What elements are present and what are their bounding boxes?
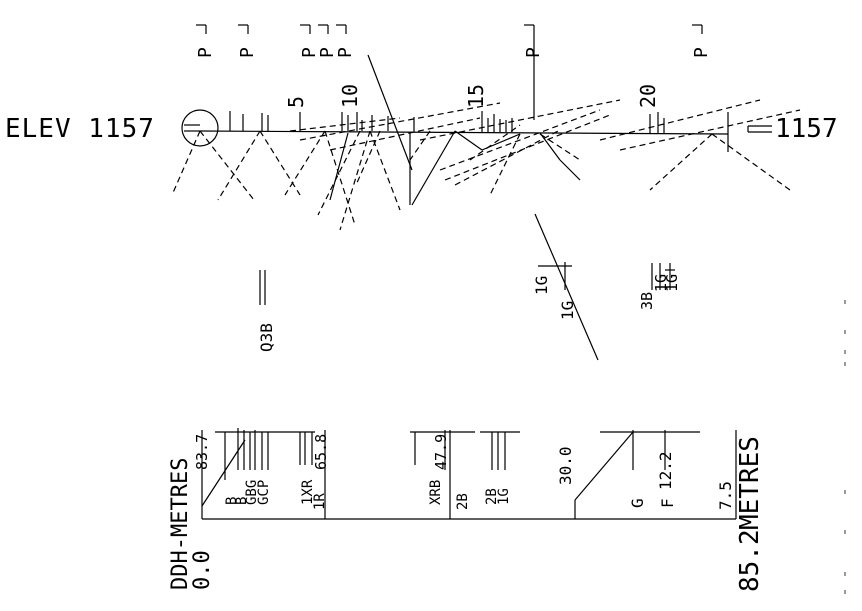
- metres-label: METRES: [735, 436, 765, 530]
- label-1g: 1G: [532, 275, 551, 295]
- collar-circle: [181, 109, 219, 147]
- depth-12-2: 12.2: [656, 451, 675, 490]
- depth-47-9: 47.9: [432, 433, 450, 470]
- p-marker: P: [691, 47, 712, 58]
- solid-structure-lines: [329, 54, 599, 361]
- station-number: 10: [338, 83, 362, 108]
- code-f: F: [658, 498, 677, 508]
- start-depth-label: 0.0: [190, 550, 215, 590]
- depth-7-5: 7.5: [716, 481, 735, 510]
- label-1g: 1G: [663, 273, 681, 292]
- depth-65-8: 65.8: [312, 433, 330, 470]
- ddh-log-panel: [201, 428, 737, 520]
- code-1g: 1G: [496, 488, 512, 505]
- baseline-ticks: [229, 111, 665, 133]
- p-marker: P: [195, 47, 216, 58]
- station-number: 15: [464, 83, 488, 108]
- station-number: 20: [636, 83, 660, 108]
- depth-30-0: 30.0: [556, 446, 575, 485]
- elevation-label-left: ELEV 1157: [5, 114, 155, 144]
- p-marker: P: [523, 47, 544, 58]
- label-3b: 3B: [638, 291, 656, 310]
- label-q3b: Q3B: [257, 323, 276, 352]
- label-1g: 1G: [558, 300, 577, 320]
- code-gcp: GCP: [256, 479, 272, 505]
- code-xrb: XRB: [428, 479, 444, 505]
- code-1r: 1R: [312, 493, 328, 510]
- elevation-line: [199, 130, 729, 135]
- section-label-ticks: [259, 262, 675, 305]
- depth-83-7: 83.7: [193, 433, 211, 470]
- p-marker-stems: [196, 24, 703, 120]
- code-2b: 2B: [455, 493, 471, 510]
- dashed-fracture-lines: [171, 99, 801, 231]
- p-marker: P: [335, 47, 356, 58]
- end-depth-label: 85.2: [735, 529, 765, 592]
- p-marker: P: [237, 47, 258, 58]
- code-g: G: [628, 498, 647, 508]
- station-number: 5: [284, 95, 308, 108]
- elevation-label-right: 1157: [775, 114, 838, 144]
